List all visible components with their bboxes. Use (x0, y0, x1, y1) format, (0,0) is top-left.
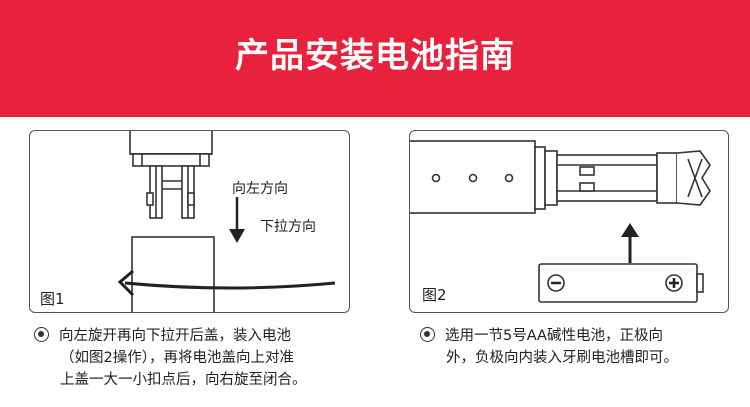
bullet-icon (420, 327, 435, 342)
step-1-line-3: 上盖一大一小扣点后，向右旋至闭合。 (60, 372, 307, 388)
brush-upper-body (129, 131, 213, 155)
handle-dot (431, 173, 441, 183)
step-1-line-1: 向左旋开再向下拉开后盖，装入电池 (34, 325, 364, 347)
figure-1-label: 图1 (40, 290, 65, 308)
left-direction-label: 向左方向 (232, 181, 288, 197)
rotate-left-arrow (124, 281, 336, 290)
figure-1-illustration (117, 131, 336, 312)
step-2-instructions: 选用一节5号AA碱性电池，正极向 外，负极向内装入牙刷电池槽即可。 (420, 325, 740, 369)
figure-2-panel: 图2 (409, 130, 729, 313)
battery-cover (131, 236, 215, 312)
step-2-line-1: 选用一节5号AA碱性电池，正极向 (420, 325, 740, 347)
figure-2-label: 图2 (422, 286, 447, 304)
down-direction-label: 下拉方向 (260, 219, 316, 235)
figure-2-illustration (410, 140, 711, 303)
handle-dot (468, 173, 478, 183)
step-2-line-2: 外，负极向内装入牙刷电池槽即可。 (446, 350, 678, 366)
step-1-line-2: （如图2操作），再将电池盖向上对准 (60, 350, 294, 366)
step-1-instructions: 向左旋开再向下拉开后盖，装入电池 （如图2操作），再将电池盖向上对准 上盖一大一… (34, 325, 364, 391)
page-title: 产品安装电池指南 (235, 36, 515, 76)
title-banner: 产品安装电池指南 (0, 0, 750, 117)
battery-contact (656, 152, 678, 204)
down-arrow-head (229, 229, 245, 243)
battery-compartment (556, 154, 658, 202)
figure-1-panel: 向左方向 下拉方向 图1 (29, 130, 350, 313)
brush-ring (132, 153, 210, 167)
bullet-icon (34, 327, 49, 342)
handle-dot (504, 173, 514, 183)
up-arrow-head (621, 223, 639, 237)
